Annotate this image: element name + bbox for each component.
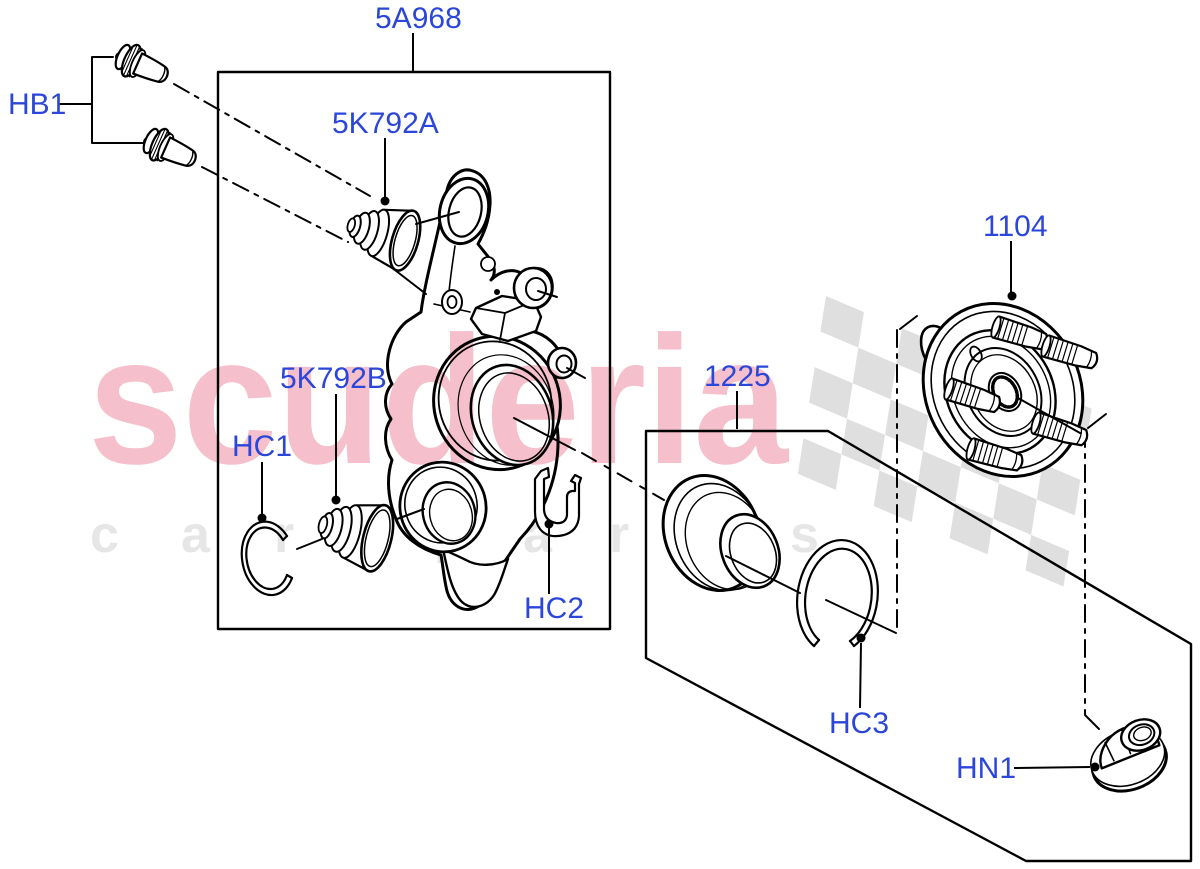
wheel-stud-icon	[990, 315, 1049, 351]
leader-dot	[380, 196, 390, 206]
part-label-hb1: HB1	[8, 88, 66, 121]
labels-layer: 5A968 HB1 5K792A 5K792B HC1 HC2 122	[8, 2, 1100, 785]
label-5a968: 5A968	[375, 2, 462, 71]
wheel-hub-1104	[919, 302, 1099, 478]
wheel-stud-icon	[1040, 334, 1099, 370]
snap-ring-hc1	[240, 520, 323, 597]
label-1225: 1225	[704, 360, 771, 429]
knuckle-box-outline	[216, 70, 612, 631]
leader-dot	[257, 513, 267, 523]
wheel-stud-icon	[1030, 411, 1089, 447]
knuckle-drawing	[384, 168, 665, 611]
retainer-clip-hc2	[533, 466, 583, 538]
part-label-hc2: HC2	[524, 592, 584, 625]
leader-dot	[1007, 291, 1017, 301]
watermark-letter: r	[274, 506, 294, 564]
hb1-bolts	[59, 43, 371, 243]
watermark-letter: c	[90, 506, 119, 564]
label-1104: 1104	[983, 210, 1048, 301]
part-label-hn1: HN1	[956, 752, 1016, 785]
label-5k792b: 5K792B	[280, 362, 387, 505]
leader-dot	[331, 495, 341, 505]
label-hb1: HB1	[8, 88, 66, 121]
part-label-hc3: HC3	[829, 707, 889, 740]
part-label-hc1: HC1	[232, 430, 292, 463]
leader-dot	[856, 633, 866, 643]
leader-dot	[1090, 762, 1100, 772]
label-hc1: HC1	[232, 430, 292, 523]
leader-dot	[544, 519, 554, 529]
bolt-icon	[142, 127, 197, 167]
part-label-5a968: 5A968	[375, 2, 462, 35]
part-label-5k792a: 5K792A	[332, 107, 439, 140]
label-hc2: HC2	[524, 519, 584, 625]
wheel-bearing-1225	[661, 474, 801, 594]
part-label-1225: 1225	[704, 360, 771, 393]
part-label-1104: 1104	[983, 210, 1048, 243]
watermark-letter: r	[609, 506, 629, 564]
bolt-axis-dash-line	[173, 83, 371, 197]
label-hc3: HC3	[829, 633, 889, 740]
wheel-stud-icon	[965, 437, 1024, 472]
label-5k792a: 5K792A	[332, 107, 439, 206]
bushing-5k792b	[317, 503, 425, 573]
watermark-letter: s	[790, 506, 819, 564]
brand-watermark: scuderia	[88, 298, 790, 502]
bolt-axis-dash-line	[201, 166, 349, 243]
bushing-5k792a	[346, 208, 460, 295]
bearing-kit-box-outline	[644, 429, 1193, 863]
flange-nut-hn1	[1090, 718, 1168, 793]
watermark-letter: a	[181, 506, 211, 564]
wheel-stud-icon	[943, 377, 1002, 414]
bolt-icon	[114, 43, 169, 83]
snap-ring-hc3	[795, 538, 897, 648]
hub-axis-lines	[896, 315, 1107, 730]
part-label-5k792b: 5K792B	[280, 362, 387, 395]
label-hn1: HN1	[956, 752, 1100, 785]
